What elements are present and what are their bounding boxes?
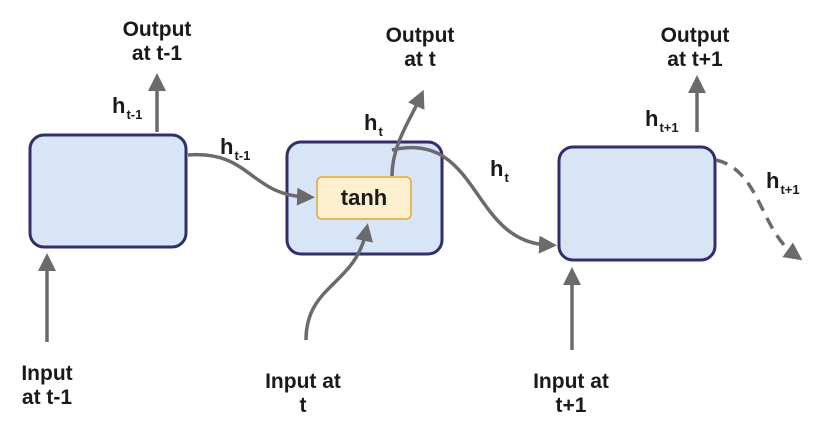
rnn-cell-t-plus-1 xyxy=(557,145,717,262)
hidden-label-recurrent-t-minus-1: ht-1 xyxy=(220,134,251,164)
hidden-label-output-t-minus-1: ht-1 xyxy=(112,93,143,123)
hidden-label-recurrent-t: ht xyxy=(490,156,509,186)
output-label-t: Output at t xyxy=(385,24,455,71)
hidden-arrow-t-to-t-plus-1 xyxy=(391,146,557,254)
hidden-label-output-t-plus-1: ht+1 xyxy=(645,106,679,136)
input-label-t-plus-1: Input at t+1 xyxy=(533,370,609,417)
hidden-arrow-t-minus-1-to-t xyxy=(187,152,315,206)
hidden-label-recurrent-t-plus-1: ht+1 xyxy=(766,168,800,198)
hidden-arrow-t-plus-1-out xyxy=(715,158,803,261)
input-label-t: Input at t xyxy=(265,370,341,417)
rnn-cell-t-minus-1 xyxy=(28,133,188,249)
output-label-t-minus-1: Output at t-1 xyxy=(122,18,192,65)
output-label-t-plus-1: Output at t+1 xyxy=(660,24,730,71)
tanh-activation: tanh xyxy=(316,176,412,220)
input-label-t-minus-1: Input at t-1 xyxy=(21,362,73,409)
output-arrow-t xyxy=(390,89,425,177)
input-arrow-t xyxy=(304,223,373,341)
hidden-label-output-t: ht xyxy=(364,110,383,140)
